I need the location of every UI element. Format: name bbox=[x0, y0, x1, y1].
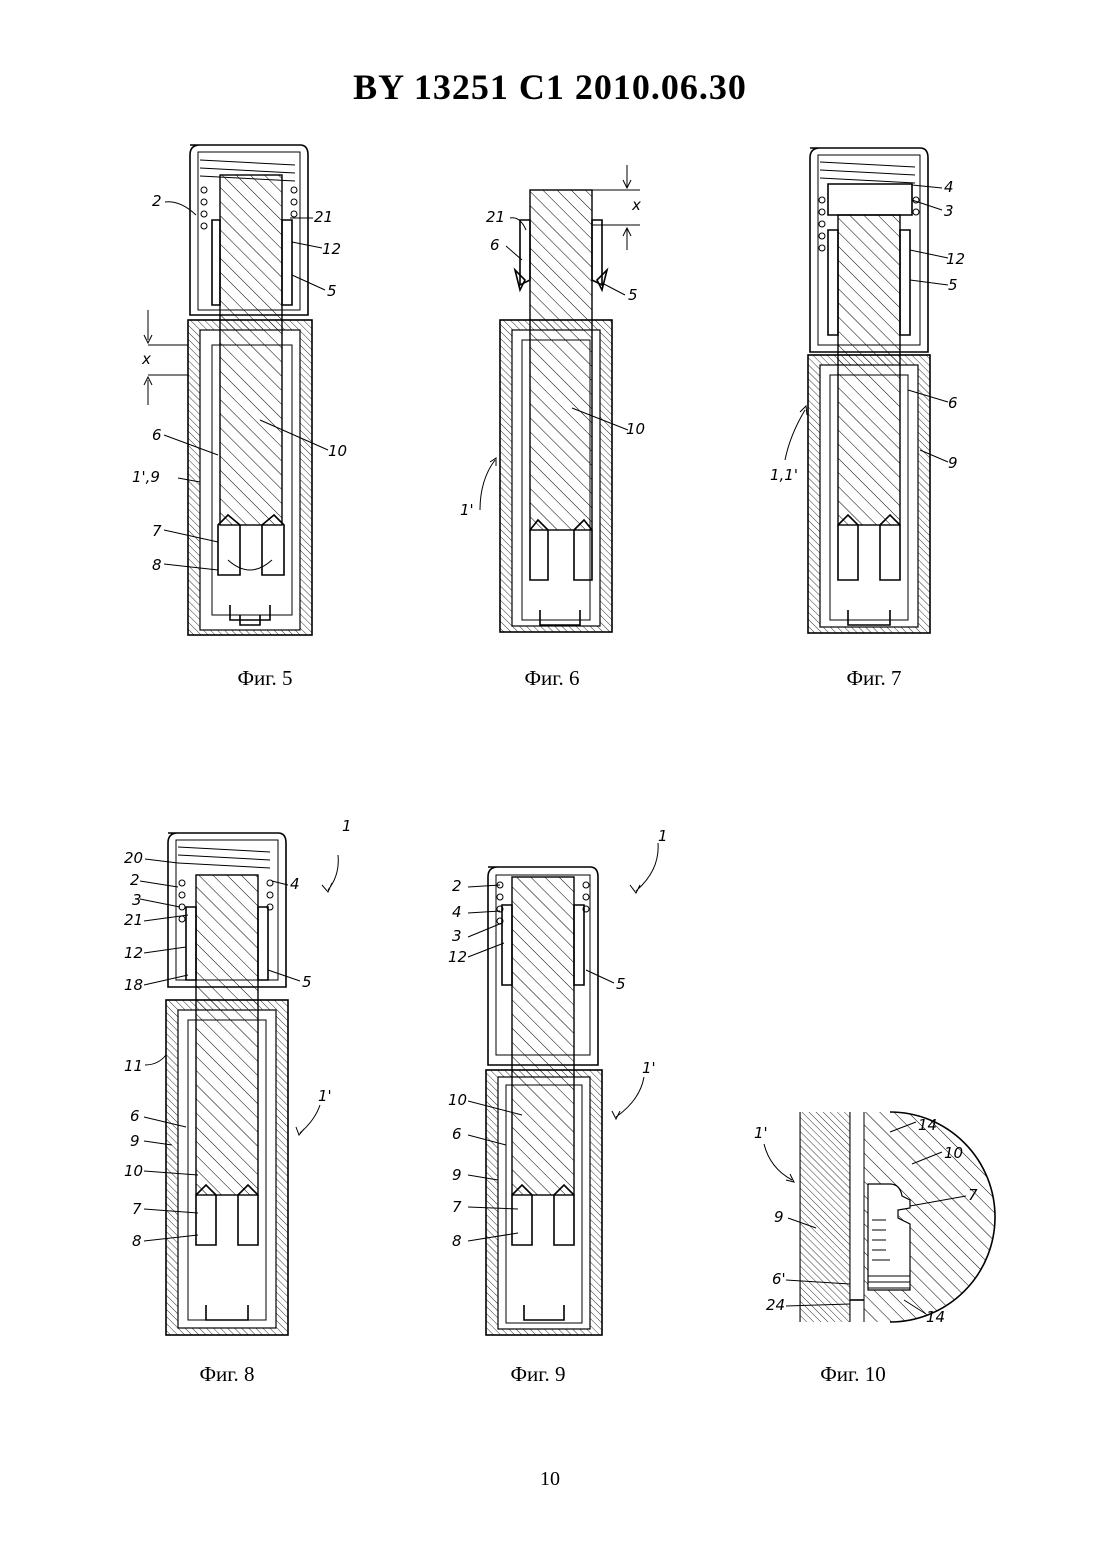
label-9: 9 bbox=[948, 454, 958, 472]
caption-fig-8: Фиг. 8 bbox=[157, 1362, 297, 1387]
label-x: x bbox=[141, 350, 151, 368]
label-6: 6 bbox=[948, 394, 958, 412]
label-12: 12 bbox=[124, 944, 143, 962]
caption-fig-10: Фиг. 10 bbox=[783, 1362, 923, 1387]
label-5: 5 bbox=[327, 282, 337, 300]
label-4: 4 bbox=[452, 903, 462, 921]
label-1p: 1' bbox=[460, 501, 474, 519]
document-header: BY 13251 C1 2010.06.30 bbox=[0, 66, 1100, 108]
figure-10: 14 10 1' 7 9 6' 24 14 bbox=[740, 1100, 1000, 1340]
label-3: 3 bbox=[944, 202, 954, 220]
label-12: 12 bbox=[946, 250, 965, 268]
label-5: 5 bbox=[302, 973, 312, 991]
label-14-top: 14 bbox=[918, 1116, 937, 1134]
label-1p: 1' bbox=[318, 1087, 332, 1105]
label-10: 10 bbox=[626, 420, 645, 438]
label-9: 9 bbox=[774, 1208, 784, 1226]
label-20: 20 bbox=[124, 849, 143, 867]
caption-fig-9: Фиг. 9 bbox=[468, 1362, 608, 1387]
label-4: 4 bbox=[290, 875, 300, 893]
label-5: 5 bbox=[628, 286, 638, 304]
label-2: 2 bbox=[452, 877, 462, 895]
label-1-9: 1',9 bbox=[132, 468, 160, 486]
label-x: x bbox=[631, 196, 641, 214]
label-8: 8 bbox=[452, 1232, 462, 1250]
label-10: 10 bbox=[944, 1144, 963, 1162]
label-8: 8 bbox=[152, 556, 162, 574]
label-11: 11 bbox=[124, 1057, 143, 1075]
label-9: 9 bbox=[130, 1132, 140, 1150]
label-6: 6 bbox=[490, 236, 500, 254]
label-7: 7 bbox=[452, 1198, 462, 1216]
label-6: 6 bbox=[130, 1107, 140, 1125]
figure-9: 1 2 4 3 12 5 1' 10 6 9 7 8 bbox=[440, 815, 700, 1345]
figure-7-drawing: 4 3 12 5 6 9 1,1' bbox=[760, 140, 1000, 650]
label-2: 2 bbox=[130, 871, 140, 889]
label-6: 6 bbox=[152, 426, 162, 444]
label-6: 6 bbox=[452, 1125, 462, 1143]
caption-fig-6: Фиг. 6 bbox=[482, 666, 622, 691]
label-3: 3 bbox=[452, 927, 462, 945]
caption-fig-5: Фиг. 5 bbox=[195, 666, 335, 691]
label-8: 8 bbox=[132, 1232, 142, 1250]
label-10: 10 bbox=[448, 1091, 467, 1109]
label-1-1p: 1,1' bbox=[770, 466, 798, 484]
label-5: 5 bbox=[616, 975, 626, 993]
figure-9-drawing: 1 2 4 3 12 5 1' 10 6 9 7 8 bbox=[440, 815, 700, 1345]
label-1p: 1' bbox=[642, 1059, 656, 1077]
label-21: 21 bbox=[314, 208, 333, 226]
label-14-bottom: 14 bbox=[926, 1308, 945, 1326]
label-18: 18 bbox=[124, 976, 143, 994]
label-10: 10 bbox=[328, 442, 347, 460]
label-2: 2 bbox=[152, 192, 162, 210]
label-5: 5 bbox=[948, 276, 958, 294]
figure-5: 2 21 12 5 x 6 10 1',9 7 8 bbox=[120, 130, 360, 650]
label-7: 7 bbox=[132, 1200, 142, 1218]
page-number: 10 bbox=[0, 1468, 1100, 1491]
figure-10-drawing: 14 10 1' 7 9 6' 24 14 bbox=[740, 1100, 1000, 1340]
label-9: 9 bbox=[452, 1166, 462, 1184]
label-12: 12 bbox=[448, 948, 467, 966]
label-4: 4 bbox=[944, 178, 954, 196]
label-3: 3 bbox=[132, 891, 142, 909]
figure-5-drawing: 2 21 12 5 x 6 10 1',9 7 8 bbox=[120, 130, 360, 650]
label-1: 1 bbox=[658, 827, 668, 845]
label-21: 21 bbox=[124, 911, 143, 929]
label-12: 12 bbox=[322, 240, 341, 258]
caption-fig-7: Фиг. 7 bbox=[804, 666, 944, 691]
label-24: 24 bbox=[766, 1296, 785, 1314]
figure-8-drawing: 1 20 4 2 3 21 12 18 5 11 1' 6 9 10 7 8 bbox=[110, 815, 380, 1345]
figure-6-drawing: x 21 6 5 10 1' bbox=[460, 150, 700, 650]
label-6p: 6' bbox=[772, 1270, 786, 1288]
label-7: 7 bbox=[968, 1186, 978, 1204]
figure-8: 1 20 4 2 3 21 12 18 5 11 1' 6 9 10 7 8 bbox=[110, 815, 380, 1345]
label-1p: 1' bbox=[754, 1124, 768, 1142]
figure-7: 4 3 12 5 6 9 1,1' bbox=[760, 140, 1000, 650]
label-21: 21 bbox=[486, 208, 505, 226]
label-1: 1 bbox=[342, 817, 352, 835]
label-7: 7 bbox=[152, 522, 162, 540]
label-10: 10 bbox=[124, 1162, 143, 1180]
figure-6: x 21 6 5 10 1' bbox=[460, 150, 700, 650]
